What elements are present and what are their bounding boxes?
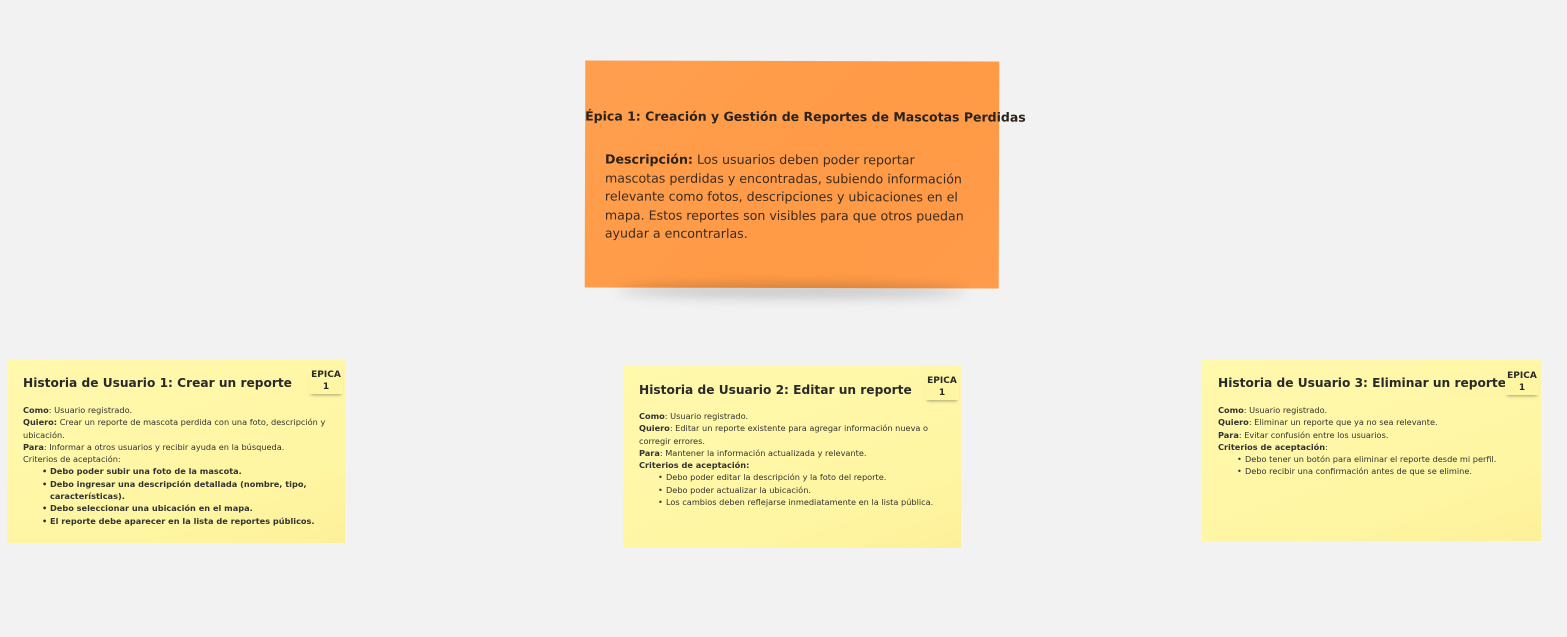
como-value: : Usuario registrado. bbox=[1243, 405, 1328, 415]
quiero-label: Quiero bbox=[639, 423, 670, 434]
para-value: : Evitar confusión entre los usuarios. bbox=[1238, 429, 1389, 440]
para-value: : Mantener la información actualizada y … bbox=[659, 447, 867, 458]
quiero-label: Quiero: bbox=[23, 417, 58, 428]
criteria-list: Debo poder subir una foto de la mascota.… bbox=[23, 465, 329, 528]
list-item: Debo tener un botón para eliminar el rep… bbox=[1237, 453, 1525, 466]
para-value: : Informar a otros usuarios y recibir ay… bbox=[43, 441, 285, 452]
list-item: Debo recibir una confirmación antes de q… bbox=[1237, 465, 1525, 478]
como-value: : Usuario registrado. bbox=[48, 405, 133, 415]
epic-sticky-note[interactable]: Épica 1: Creación y Gestión de Reportes … bbox=[584, 60, 1026, 289]
quiero-value: Crear un reporte de mascota perdida con … bbox=[23, 417, 326, 440]
epic-tag-number: 1 bbox=[1518, 383, 1526, 393]
story-body: Como: Usuario registrado. Quiero: Crear … bbox=[23, 404, 329, 527]
story-title: Historia de Usuario 1: Crear un reporte bbox=[23, 376, 292, 390]
epic-title: Épica 1: Creación y Gestión de Reportes … bbox=[585, 108, 1026, 125]
quiero-value: : Eliminar un reporte que ya no sea rele… bbox=[1248, 417, 1438, 428]
como-label: Como bbox=[23, 405, 49, 415]
user-story-2-sticky-note[interactable]: Historia de Usuario 2: Editar un reporte… bbox=[623, 366, 961, 548]
user-story-3-sticky-note[interactable]: Historia de Usuario 3: Eliminar un repor… bbox=[1202, 359, 1541, 541]
quiero-line: Quiero: Crear un reporte de mascota perd… bbox=[23, 416, 329, 441]
list-item: Debo ingresar una descripción detallada … bbox=[42, 478, 329, 503]
list-item: El reporte debe aparecer en la lista de … bbox=[42, 515, 329, 528]
story-body: Como: Usuario registrado. Quiero: Editar… bbox=[639, 410, 945, 509]
list-item: Los cambios deben reflejarse inmediatame… bbox=[658, 496, 945, 509]
quiero-line: Quiero: Eliminar un reporte que ya no se… bbox=[1218, 416, 1525, 428]
para-label: Para bbox=[1218, 429, 1239, 440]
criteria-line: Criterios de aceptación: bbox=[1218, 441, 1525, 453]
story-body: Como: Usuario registrado. Quiero: Elimin… bbox=[1218, 404, 1525, 478]
epic-description-label: Descripción: bbox=[605, 151, 693, 167]
como-line: Como: Usuario registrado. bbox=[23, 404, 329, 416]
criteria-list: Debo poder editar la descripción y la fo… bbox=[639, 471, 945, 508]
criteria-suffix: : bbox=[1325, 441, 1328, 452]
epic-tag-label: EPICA bbox=[311, 370, 341, 380]
list-item: Debo poder editar la descripción y la fo… bbox=[658, 471, 945, 484]
epic-description: Descripción: Los usuarios deben poder re… bbox=[605, 151, 975, 244]
criteria-list: Debo tener un botón para eliminar el rep… bbox=[1218, 453, 1525, 478]
epic-tag[interactable]: EPICA 1 bbox=[309, 367, 343, 394]
user-story-1-sticky-note[interactable]: Historia de Usuario 1: Crear un reporte … bbox=[7, 359, 345, 543]
criteria-label: Criterios de aceptación: bbox=[639, 459, 945, 471]
para-label: Para bbox=[639, 447, 660, 458]
quiero-label: Quiero bbox=[1218, 417, 1249, 428]
story-title: Historia de Usuario 2: Editar un reporte bbox=[639, 383, 912, 397]
para-line: Para: Evitar confusión entre los usuario… bbox=[1218, 429, 1525, 441]
list-item: Debo poder subir una foto de la mascota. bbox=[42, 465, 329, 478]
story-title: Historia de Usuario 3: Eliminar un repor… bbox=[1218, 376, 1506, 390]
como-value: : Usuario registrado. bbox=[664, 411, 749, 421]
como-label: Como bbox=[639, 411, 665, 421]
epic-tag-number: 1 bbox=[322, 382, 330, 392]
criteria-label: Criterios de aceptación: bbox=[23, 454, 121, 465]
criteria-label-text: Criterios de aceptación: bbox=[639, 460, 750, 471]
epic-tag-label: EPICA bbox=[1507, 371, 1537, 381]
quiero-line: Quiero: Editar un reporte existente para… bbox=[639, 422, 945, 447]
como-line: Como: Usuario registrado. bbox=[1218, 404, 1525, 416]
list-item: Debo seleccionar una ubicación en el map… bbox=[42, 502, 329, 515]
epic-tag[interactable]: EPICA 1 bbox=[1505, 368, 1539, 395]
quiero-value: : Editar un reporte existente para agreg… bbox=[639, 423, 929, 446]
criteria-label: Criterios de aceptación bbox=[1218, 441, 1326, 452]
como-label: Como bbox=[1218, 405, 1244, 415]
para-label: Para bbox=[23, 441, 44, 452]
epic-tag[interactable]: EPICA 1 bbox=[925, 373, 959, 400]
epic-tag-label: EPICA bbox=[927, 376, 957, 386]
como-line: Como: Usuario registrado. bbox=[639, 410, 945, 422]
epic-tag-number: 1 bbox=[938, 388, 946, 398]
para-line: Para: Informar a otros usuarios y recibi… bbox=[23, 441, 329, 453]
para-line: Para: Mantener la información actualizad… bbox=[639, 447, 945, 459]
list-item: Debo poder actualizar la ubicación. bbox=[658, 484, 945, 497]
